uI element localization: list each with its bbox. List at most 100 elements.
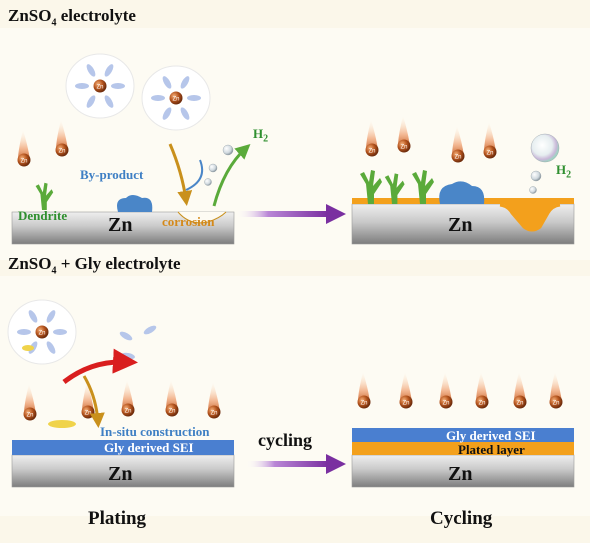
- ion-tail: [440, 372, 452, 402]
- dendrite-shape: [412, 170, 434, 204]
- caption-cycling: Cycling: [430, 508, 493, 529]
- ion-ball: [475, 395, 489, 409]
- ion-label: Zn: [38, 331, 45, 337]
- label-zn-bottom-left: Zn: [108, 463, 133, 485]
- zn-ion-top-1: Zn: [55, 120, 69, 157]
- water-molecule: [46, 341, 56, 354]
- arrow-head: [326, 454, 346, 474]
- ion-label: Zn: [552, 401, 559, 407]
- ion-tail: [514, 372, 526, 402]
- ion-ball: [165, 403, 179, 417]
- ion-tail: [208, 382, 220, 412]
- arrow-in-situ: [82, 375, 105, 428]
- ion-tail: [452, 126, 464, 156]
- ion-label: Zn: [516, 401, 523, 407]
- bubble-1: [222, 144, 234, 156]
- arrow-blue-curve: [185, 159, 204, 191]
- ion-ball: [513, 395, 527, 409]
- water-molecule: [162, 76, 172, 89]
- bubble-2: [208, 163, 218, 173]
- label-h2-top-right: H2: [556, 162, 572, 181]
- ion-tail: [366, 120, 378, 150]
- zn-ion-top-2: Zn: [365, 120, 379, 157]
- dendrite-top-right-1: [360, 170, 382, 204]
- water-molecule: [53, 329, 67, 335]
- caption-plating: Plating: [88, 508, 147, 529]
- by-product-top-right: [439, 181, 485, 204]
- sei-layer-bottom-right: [352, 428, 574, 442]
- water-molecule: [86, 64, 96, 77]
- ion-tail: [122, 380, 134, 410]
- zn-ion-bottom-left-3: Zn: [165, 380, 179, 417]
- label-zn-top-left: Zn: [108, 214, 133, 236]
- bubble-5: [529, 186, 537, 194]
- ion-label: Zn: [486, 151, 493, 157]
- ion-ball: [439, 395, 453, 409]
- zn-ion-bottom-right-3: Zn: [475, 372, 489, 409]
- arrow-desolvation: [62, 348, 138, 384]
- water-molecule: [162, 107, 172, 120]
- ion-label: Zn: [442, 401, 449, 407]
- ion-label: Zn: [368, 149, 375, 155]
- ion-tail: [358, 372, 370, 402]
- label-by-product: By-product: [80, 167, 144, 182]
- dendrite-shape: [384, 173, 405, 204]
- ion-ball: [17, 153, 31, 167]
- transition-arrow-bottom: [246, 454, 346, 474]
- ion-label: Zn: [360, 401, 367, 407]
- ion-ball: [399, 395, 413, 409]
- zn-ion-bottom-left-4: Zn: [207, 382, 221, 419]
- ion-ball: [483, 145, 497, 159]
- arrow-shaft: [236, 211, 328, 217]
- arrow-h2: [212, 143, 251, 207]
- water-molecule: [17, 329, 31, 335]
- water-molecule: [86, 95, 96, 108]
- arrow-shaft: [246, 461, 328, 467]
- ion-label: Zn: [172, 97, 179, 103]
- zn-electrode-bottom-left: [11, 454, 235, 488]
- free-water-1: [143, 325, 157, 335]
- dendrite-top-right-2: [384, 173, 405, 204]
- water-molecule: [180, 76, 190, 89]
- water-molecule: [187, 95, 201, 101]
- ion-tail: [56, 120, 68, 150]
- ion-label: Zn: [168, 409, 175, 415]
- label-gly-sei-left: Gly derived SEI: [104, 440, 194, 455]
- ion-tail: [82, 382, 94, 412]
- ion-tail: [398, 116, 410, 146]
- ion-label: Zn: [58, 149, 65, 155]
- ion-tail: [484, 122, 496, 152]
- solvation-shell-3: Zn: [7, 299, 77, 365]
- corrosion-pit-top-left: [177, 211, 227, 224]
- arrow-corrosion: [168, 143, 193, 206]
- zn-ion-top-4: Zn: [451, 126, 465, 163]
- zn-ion-top-0: Zn: [17, 130, 31, 167]
- by-product-top-left: [117, 195, 153, 212]
- ion-tail: [24, 384, 36, 414]
- sei-layer-bottom-left: [12, 440, 234, 455]
- water-molecule: [104, 64, 114, 77]
- bubble-4: [530, 170, 542, 182]
- ion-ball: [451, 149, 465, 163]
- ion-ball: [549, 395, 563, 409]
- gly-molecule-adsorbed: [48, 420, 76, 428]
- free-water-0: [119, 331, 133, 341]
- heading-znso4: ZnSO4 electrolyte: [8, 6, 136, 29]
- ion-ball: [207, 405, 221, 419]
- ion-label: Zn: [124, 409, 131, 415]
- ion-ball: [397, 139, 411, 153]
- ion-label: Zn: [84, 411, 91, 417]
- ion-tail: [550, 372, 562, 402]
- ion-label: Zn: [402, 401, 409, 407]
- zn-ion-bottom-right-0: Zn: [357, 372, 371, 409]
- water-molecule: [104, 95, 114, 108]
- zn-ion-bottom-left-0: Zn: [23, 384, 37, 421]
- water-molecule: [75, 83, 89, 89]
- zn-ion-bottom-left-2: Zn: [121, 380, 135, 417]
- heading-znso4-gly: ZnSO4 + Gly electrolyte: [8, 254, 181, 277]
- water-molecule: [46, 310, 56, 323]
- ion-label: Zn: [210, 411, 217, 417]
- arrow-head: [326, 204, 346, 224]
- ion-label: Zn: [454, 155, 461, 161]
